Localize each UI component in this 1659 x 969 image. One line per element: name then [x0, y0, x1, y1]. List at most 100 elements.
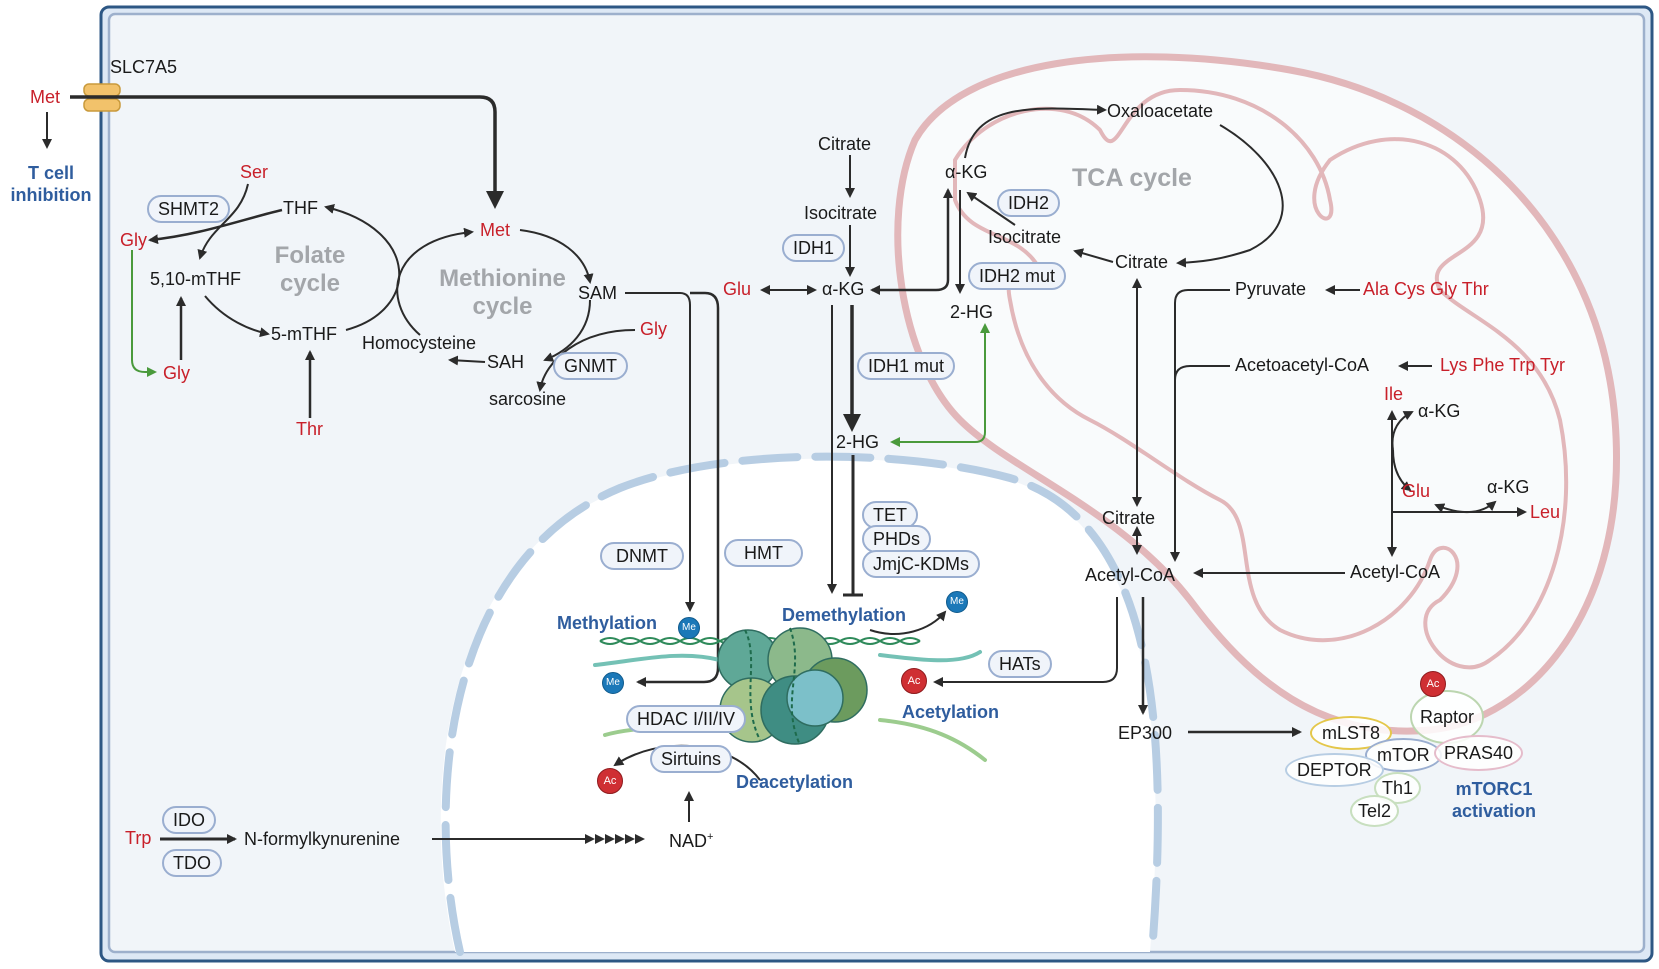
arrow-sah-to-hcy	[448, 355, 486, 366]
akg-mito-label: α-KG	[945, 162, 988, 182]
thr-label: Thr	[296, 419, 323, 439]
pyruvate-amino-acids-label: Ala Cys Gly Thr	[1363, 279, 1489, 299]
t-cell-inhibition-label: T cell inhibition	[10, 163, 92, 205]
acetoacetyl-coa-label: Acetoacetyl-CoA	[1235, 355, 1370, 375]
arrow-met-to-sam	[519, 229, 594, 284]
histone-tail	[593, 650, 982, 667]
enzyme-hmt: HMT	[724, 539, 803, 567]
akg-leu-label: α-KG	[1487, 477, 1530, 497]
enzyme-gnmt: GNMT	[553, 352, 628, 380]
arrow-oxaloacetate-citrate	[1176, 124, 1284, 268]
ep300-label: EP300	[1118, 723, 1173, 743]
deptor-subunit: DEPTOR	[1285, 753, 1384, 787]
met-extracellular-label: Met	[30, 87, 61, 107]
mthf-5-10-label: 5,10-mTHF	[150, 269, 242, 289]
homocysteine-label: Homocysteine	[362, 333, 477, 353]
enzyme-idh1: IDH1	[782, 234, 846, 262]
methyl-group-icon: Me	[678, 617, 700, 639]
glu-cytosol-label: Glu	[723, 279, 752, 299]
arrow-mito-akg-cytosol	[870, 188, 953, 295]
arrow-glu-akg-leu	[1434, 500, 1497, 514]
arrow-2hg-green	[890, 323, 990, 447]
enzyme-dnmt: DNMT	[600, 542, 684, 570]
acetylation-label: Acetylation	[902, 702, 1000, 722]
mtorc1-activation-label: mTORC1 activation	[1451, 779, 1537, 821]
gly-methionine-label: Gly	[640, 319, 667, 339]
isocitrate-mito-label: Isocitrate	[988, 227, 1062, 247]
line-acetoacetyl-acetylcoa	[1174, 365, 1230, 381]
arrow-ile-akg	[1391, 411, 1414, 451]
enzyme-idh2-mut: IDH2 mut	[968, 262, 1067, 290]
met-cycle-label: Met	[480, 220, 511, 240]
methionine-cycle-title: Methionine cycle	[439, 265, 566, 320]
2hg-mito-label: 2-HG	[950, 302, 994, 322]
isocitrate-cytosol-label: Isocitrate	[804, 203, 878, 223]
demethylation-label: Demethylation	[782, 605, 907, 625]
arrow-gly-to-sarcosine	[536, 329, 636, 392]
nad-charge: +	[707, 831, 714, 843]
arrow-ile-glu	[1392, 449, 1412, 492]
enzyme-sirtuins: Sirtuins	[650, 745, 733, 773]
tel2-subunit: Tel2	[1350, 795, 1400, 827]
pyruvate-label: Pyruvate	[1235, 279, 1307, 299]
folate-cycle-title: Folate cycle	[274, 242, 346, 297]
enzyme-jmjc-kdms: JmjC-KDMs	[862, 550, 980, 578]
methyl-group-histone-icon: Me	[602, 672, 624, 694]
line-sam-hmt	[636, 291, 720, 687]
thf-label: THF	[283, 198, 318, 218]
multi-step-arrowheads	[585, 834, 645, 844]
enzyme-shmt2: SHMT2	[147, 195, 231, 223]
deacetylation-label: Deacetylation	[736, 772, 854, 792]
mlst8-subunit: mLST8	[1310, 716, 1393, 750]
oxaloacetate-label: Oxaloacetate	[1107, 101, 1214, 121]
slc7a5-transporter	[83, 83, 121, 112]
sah-label: SAH	[487, 352, 525, 372]
trp-label: Trp	[125, 828, 152, 848]
arrow-thf-gly	[148, 208, 283, 245]
mthf-5-label: 5-mTHF	[271, 324, 337, 344]
arrow-5mthf-to-thf	[324, 204, 400, 331]
acetyl-coa-cytosol-label: Acetyl-CoA	[1085, 565, 1176, 585]
enzyme-hdac: HDAC I/II/IV	[626, 705, 747, 733]
methylation-label: Methylation	[557, 613, 658, 633]
pras40-subunit: PRAS40	[1434, 735, 1524, 771]
glu-mito-label: Glu	[1402, 481, 1431, 501]
gly-label-top: Gly	[120, 230, 147, 250]
citrate-cytosol-label: Citrate	[818, 134, 872, 154]
ser-label: Ser	[240, 162, 269, 182]
arrow-ser-mthf	[197, 183, 249, 260]
akg-cytosol-label: α-KG	[822, 279, 865, 299]
citrate-cytosol-acetyl-label: Citrate	[1102, 508, 1156, 528]
ile-label: Ile	[1384, 384, 1404, 404]
2hg-cytosol-label: 2-HG	[836, 432, 880, 452]
citrate-mito-label: Citrate	[1115, 252, 1169, 272]
line-pyruvate-acetylcoa	[1170, 289, 1230, 562]
nad-label: NAD+	[669, 831, 714, 851]
arrow-mthf-to-5mthf	[204, 295, 270, 338]
sam-label: SAM	[578, 283, 618, 303]
mtorc1-acetyl-group-icon: Ac	[1420, 671, 1446, 697]
mtor-subunit: mTOR	[1365, 738, 1442, 772]
acetoacetyl-amino-acids-label: Lys Phe Trp Tyr	[1440, 355, 1566, 375]
gly-label-bottom: Gly	[163, 363, 190, 383]
inhibit-2hg-demethylation	[843, 455, 863, 597]
enzyme-idh2: IDH2	[997, 189, 1061, 217]
arrow-demethylation-me	[869, 610, 947, 635]
enzyme-idh1-mut: IDH1 mut	[857, 352, 956, 380]
leu-label: Leu	[1530, 502, 1561, 522]
th1-subunit: Th1	[1374, 772, 1422, 804]
arrow-gly-green	[131, 250, 157, 377]
acetyl-group-icon: Ac	[901, 668, 927, 694]
arrow-hcy-to-met	[396, 227, 474, 336]
slc7a5-label: SLC7A5	[110, 57, 178, 77]
mitochondrion-cristae	[953, 87, 1569, 670]
arrow-sam-to-sah	[543, 299, 591, 362]
nucleus-envelope	[441, 452, 1162, 956]
akg-ile-label: α-KG	[1418, 401, 1461, 421]
line-sam-dnmt	[625, 292, 695, 612]
nad-text: NAD	[669, 831, 708, 851]
enzyme-phds: PHDs	[862, 525, 932, 553]
enzyme-tdo: TDO	[162, 849, 222, 877]
line-acetylcoa-hats	[933, 597, 1118, 687]
